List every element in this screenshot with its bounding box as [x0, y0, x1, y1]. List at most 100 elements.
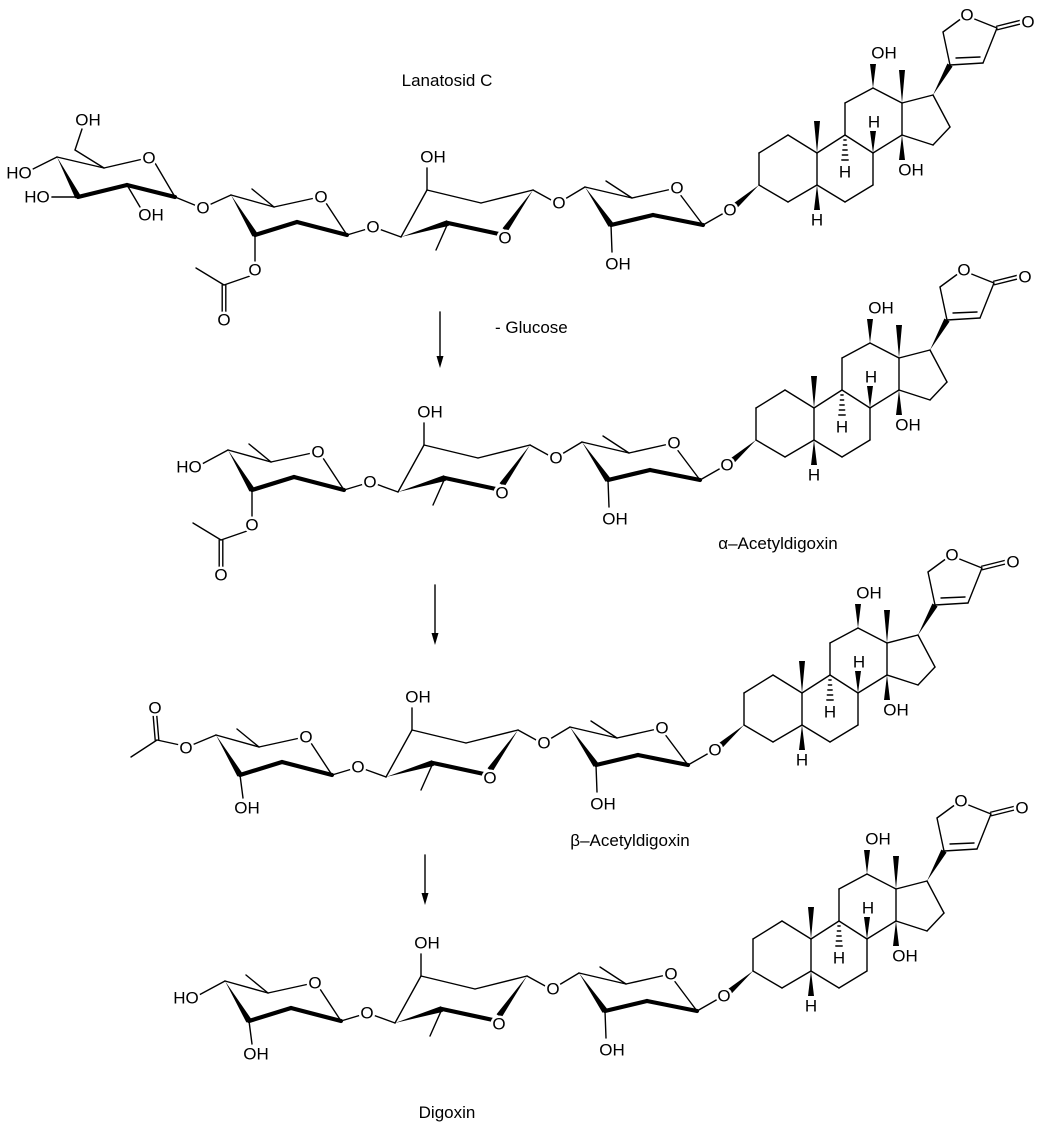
atom-label-acetate-oxygen: O — [245, 516, 258, 535]
bold-bond — [249, 474, 297, 493]
single-bond — [372, 1014, 396, 1024]
single-bond — [678, 192, 704, 226]
single-bond — [898, 349, 931, 359]
single-bond — [829, 724, 859, 743]
atom-label-lactone-carbonyl-oxygen: O — [1006, 553, 1019, 572]
single-bond — [346, 228, 368, 236]
wedge-bond — [884, 610, 890, 643]
reaction-arrows — [421, 311, 444, 905]
single-bond — [772, 724, 803, 743]
single-bond — [426, 189, 482, 204]
atom-label-hydroxyl: OH — [243, 1045, 269, 1064]
single-bond — [610, 224, 613, 253]
bonds — [30, 17, 1023, 313]
atom-label-hydroxyl: HO — [176, 458, 202, 477]
wedge-bond — [867, 386, 873, 408]
hashed-bond — [835, 925, 843, 947]
atom-label-ring-oxygen: O — [664, 965, 677, 984]
bonds — [130, 557, 1008, 799]
arrow-head-icon — [431, 633, 439, 645]
atom-label-c12-hydroxyl: OH — [871, 44, 897, 63]
wedge-bond — [893, 921, 899, 946]
atom-label-ring-oxygen: O — [492, 1015, 505, 1034]
bold-bond — [246, 1005, 294, 1024]
compound-name-digoxin: Digoxin — [419, 1103, 476, 1122]
single-bond — [248, 1020, 253, 1045]
atom-label-lactone-ring-oxygen: O — [960, 6, 973, 25]
single-bond — [801, 674, 831, 694]
atom-label-c8-hydrogen: H — [853, 653, 865, 672]
single-bond — [687, 752, 710, 766]
single-bond — [982, 27, 998, 64]
atom-label-c12-hydroxyl: OH — [868, 299, 894, 318]
wedge-bond — [225, 981, 252, 1023]
compound-name-alpha-acetyldigoxin: α–Acetyldigoxin — [718, 534, 837, 553]
compound-name-lanatosid-c: Lanatosid C — [402, 71, 493, 90]
atom-label-hydroxyl: OH — [138, 206, 164, 225]
double-bond-line — [990, 809, 1017, 817]
atom-label-ring-oxygen: O — [670, 179, 683, 198]
single-bond — [590, 720, 618, 739]
single-bond — [411, 729, 467, 744]
double-bond-line — [980, 559, 1007, 567]
single-bond — [917, 666, 936, 686]
single-bond — [236, 728, 260, 748]
bold-bond — [430, 760, 487, 777]
single-bond — [310, 742, 333, 776]
single-bond — [103, 158, 144, 169]
single-bond — [248, 443, 272, 463]
single-bond — [699, 467, 722, 481]
single-bond — [829, 627, 859, 644]
wedge-bond — [808, 971, 814, 996]
single-bond — [810, 970, 840, 989]
single-bond — [844, 184, 874, 203]
single-bond — [940, 596, 966, 599]
wedge-bond — [386, 760, 434, 777]
bold-bond — [237, 759, 285, 778]
wedge-bond — [401, 220, 449, 237]
single-bond — [976, 813, 992, 850]
atom-label-ring-oxygen: O — [299, 728, 312, 747]
single-bond — [130, 739, 158, 758]
single-bond — [561, 441, 583, 455]
single-bond — [74, 128, 83, 151]
single-bond — [932, 126, 951, 146]
bold-bond — [608, 212, 656, 228]
single-bond — [926, 880, 945, 914]
single-bond — [432, 477, 446, 506]
single-bond — [932, 94, 951, 128]
reaction-arrow-1 — [436, 311, 444, 368]
atom-label-hydroxyl: OH — [234, 799, 260, 818]
single-bond — [569, 726, 618, 739]
single-bond — [956, 557, 983, 569]
single-bond — [816, 184, 846, 203]
atom-label-hydroxyl: OH — [605, 255, 631, 274]
wedge-bond — [733, 185, 759, 209]
atom-label-ring-oxygen: O — [311, 443, 324, 462]
wedge-bond — [585, 187, 614, 227]
atom-label-c14-hydroxyl: OH — [892, 947, 918, 966]
wedge-bond — [216, 735, 243, 777]
single-bond — [939, 286, 948, 321]
single-bond — [784, 439, 815, 458]
wedge-bond — [496, 976, 527, 1018]
single-bond — [215, 734, 260, 748]
single-bond — [965, 803, 992, 815]
single-bond — [480, 189, 534, 204]
bold-bond — [294, 219, 350, 238]
single-bond — [558, 972, 580, 986]
wedge-bond — [814, 121, 820, 153]
bonds — [198, 803, 1017, 1045]
wedge-bond — [867, 319, 873, 343]
atom-label-glycosidic-oxygen: O — [196, 199, 209, 218]
reaction-arrow-3 — [421, 854, 429, 905]
single-bond — [866, 920, 897, 940]
wedge-bond — [570, 727, 599, 767]
single-bond — [926, 912, 945, 932]
single-bond — [549, 726, 571, 740]
single-bond — [581, 441, 630, 454]
